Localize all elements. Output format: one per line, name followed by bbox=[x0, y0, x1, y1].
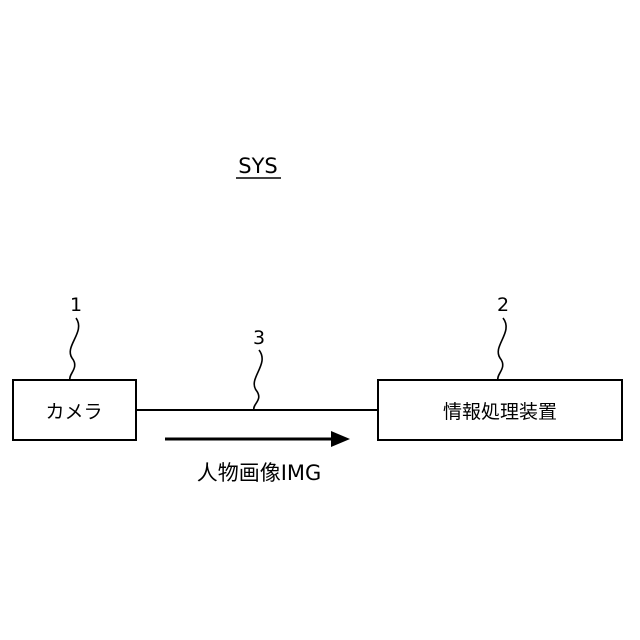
system-title: SYS bbox=[238, 154, 278, 178]
processor-ref-number: 2 bbox=[497, 294, 509, 316]
connection-ref-number: 3 bbox=[253, 327, 265, 349]
connection-leader-line bbox=[254, 350, 262, 410]
processor-label: 情報処理装置 bbox=[443, 401, 557, 423]
flow-label: 人物画像IMG bbox=[197, 461, 322, 485]
flow-arrow-head bbox=[331, 431, 350, 447]
camera-leader-line bbox=[70, 318, 79, 380]
processor-leader-line bbox=[498, 318, 506, 380]
camera-ref-number: 1 bbox=[70, 294, 82, 316]
camera-label: カメラ bbox=[45, 401, 102, 423]
